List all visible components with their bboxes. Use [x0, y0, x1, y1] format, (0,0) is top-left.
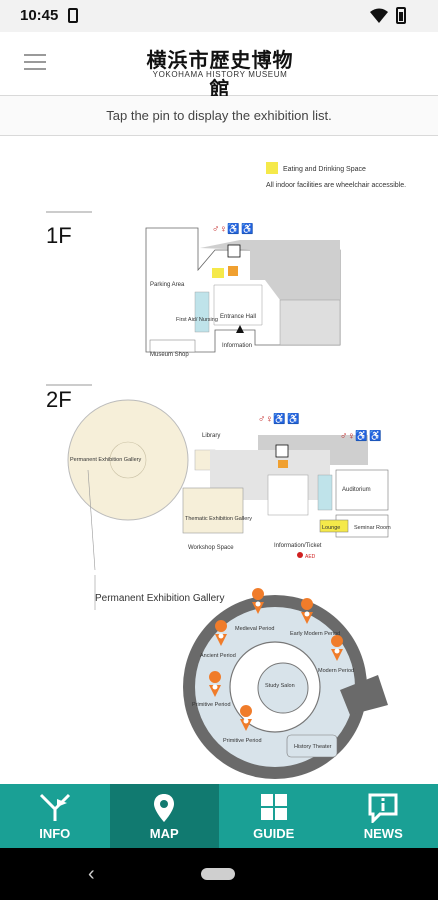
logo-title-en: YOKOHAMA HISTORY MUSEUM: [152, 70, 288, 79]
1f-label-entrance: Entrance Hall: [220, 314, 256, 320]
news-bubble-icon: [368, 793, 398, 823]
1f-label-information: Information: [222, 343, 252, 349]
2f-restroom-icon-east: ♂♀: [340, 431, 355, 442]
system-nav-bar: ‹: [0, 848, 438, 900]
nav-guide-label: GUIDE: [253, 826, 295, 841]
floor-2f-plan: ♂♀ ♿ ♿ ♂♀ ♿ ♿: [67, 399, 389, 610]
floor-map-svg: Eating and Drinking Space All indoor fac…: [46, 162, 406, 779]
map-pin-early-modern[interactable]: [301, 598, 314, 624]
2f-label-aed: AED: [305, 554, 316, 560]
period-early-modern: Early Modern Period: [290, 631, 340, 637]
nav-guide[interactable]: GUIDE: [219, 784, 329, 848]
period-study-salon: Study Salon: [265, 683, 295, 689]
nav-news[interactable]: NEWS: [329, 784, 438, 848]
legend-accessible-note: All indoor facilities are wheelchair acc…: [266, 182, 406, 189]
2f-wheelchair-icon: ♿: [273, 412, 285, 425]
1f-label-parking: Parking Area: [150, 282, 185, 288]
perm-gallery-circle: [67, 399, 189, 521]
2f-elevator-icon: [275, 444, 289, 458]
nav-map[interactable]: MAP: [109, 784, 219, 848]
2f-accessible-icon-east: ♿: [369, 429, 381, 442]
menu-icon[interactable]: [24, 54, 46, 72]
status-bar: 10:45: [0, 0, 438, 32]
app-header: 横浜市歴史博物館 YOKOHAMA HISTORY MUSEUM: [0, 32, 438, 101]
nav-news-label: NEWS: [363, 826, 403, 841]
2f-wheelchair-icon-east: ♿: [355, 429, 367, 442]
1f-elevator-icon: [227, 244, 241, 258]
map-pin-primitive-2[interactable]: [240, 705, 253, 731]
map-pin-medieval[interactable]: [252, 588, 265, 614]
status-time: 10:45: [20, 7, 59, 24]
1f-restroom-icon: ♂♀: [212, 224, 227, 235]
map-pin-ancient[interactable]: [215, 620, 228, 646]
period-modern: Modern Period: [318, 668, 354, 674]
2f-label-library: Library: [202, 433, 220, 439]
1f-label-first-aid: First Aid/ Nursing: [176, 317, 218, 323]
nav-info-label: INFO: [39, 826, 71, 841]
legend-eating-swatch: [266, 162, 278, 174]
1f-wheelchair-icon: ♿: [227, 222, 239, 235]
gallery-detail-plan: [183, 595, 388, 779]
map-pin-primitive[interactable]: [209, 671, 222, 697]
2f-restroom-icon: ♂♀: [258, 414, 273, 425]
instruction-text: Tap the pin to display the exhibition li…: [0, 96, 438, 136]
nav-info[interactable]: INFO: [0, 784, 110, 848]
info-flag-icon: [39, 793, 70, 821]
map-pin-modern[interactable]: [331, 635, 344, 661]
period-ancient: Ancient Period: [200, 653, 236, 659]
period-primitive: Primitive Period: [192, 702, 231, 708]
period-medieval: Medieval Period: [235, 626, 274, 632]
floor-map[interactable]: Eating and Drinking Space All indoor fac…: [0, 137, 438, 784]
aed-icon: [297, 552, 303, 558]
2f-label-seminar: Seminar Room: [354, 525, 391, 531]
2f-accessible-icon: ♿: [287, 412, 299, 425]
2f-label-lounge: Lounge: [322, 525, 340, 531]
bottom-nav: INFO MAP GUIDE NEWS: [0, 784, 438, 848]
map-pin-icon: [154, 794, 175, 822]
battery-icon: [396, 7, 406, 24]
back-chevron-icon[interactable]: ‹: [88, 863, 95, 885]
logo-title-jp: 横浜市歴史博物館: [146, 48, 294, 101]
period-history-theater: History Theater: [294, 744, 332, 750]
floor-2f-label: 2F: [46, 387, 72, 412]
1f-accessible-icon: ♿: [241, 222, 253, 235]
floor-1f-plan: ♂♀ ♿ ♿: [145, 222, 341, 353]
1f-label-shop: Museum Shop: [150, 352, 189, 358]
period-primitive-2: Primitive Period: [223, 738, 262, 744]
floor-1f-label: 1F: [46, 223, 72, 248]
2f-label-info-ticket: Information/Ticket: [274, 543, 322, 549]
wifi-icon: [370, 8, 388, 23]
2f-label-perm-gallery: Permanent Exhibition Gallery: [70, 457, 141, 463]
2f-label-thematic: Thematic Exhibition Gallery: [185, 516, 252, 522]
2f-label-workshop: Workshop Space: [188, 545, 234, 551]
home-pill[interactable]: [201, 868, 235, 880]
nav-map-label: MAP: [149, 826, 179, 841]
sim-icon: [68, 8, 78, 23]
grid-icon: [260, 794, 287, 820]
gallery-title-line: Permanent Exhibition Gallery: [95, 593, 225, 604]
2f-label-auditorium: Auditorium: [342, 487, 371, 493]
legend-eating-label: Eating and Drinking Space: [283, 166, 366, 173]
